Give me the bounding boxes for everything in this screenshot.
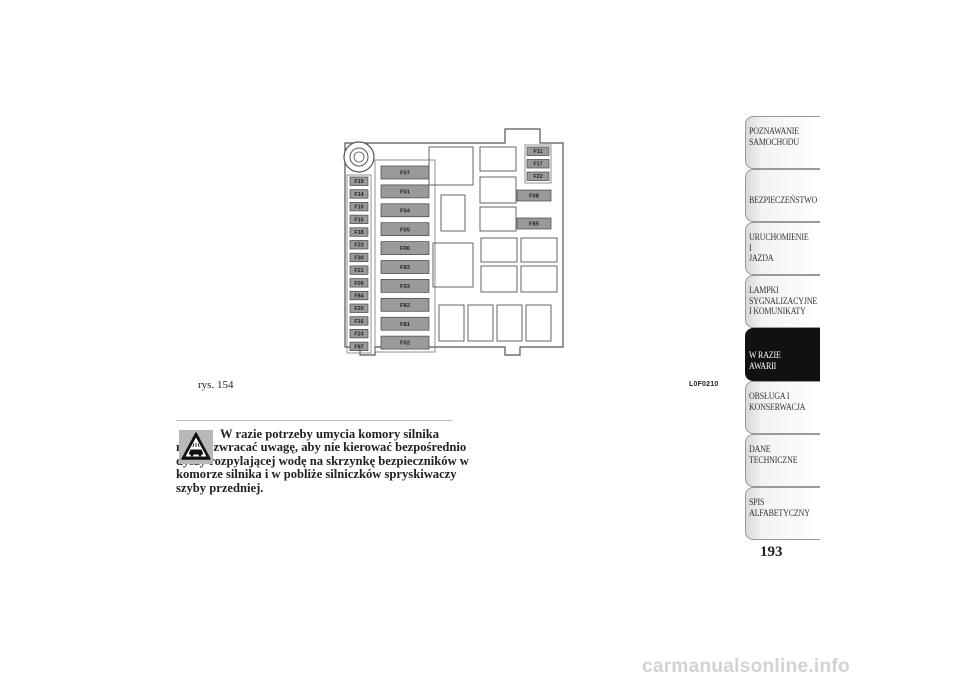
fuse-f84: F84 [349,290,369,301]
tab-obsluga-i-konserwacja[interactable]: OBSŁUGA I KONSERWACJA [745,381,820,434]
tab-bezpieczenstwo[interactable]: BEZPIECZEŃSTWO [745,169,820,222]
fuse-label: F10 [354,205,363,211]
fuse-label: F20 [354,306,363,312]
fuse-label: F30 [354,255,363,261]
tab-uruchomienie-i-jazda[interactable]: URUCHOMIENIE I JAZDA [745,222,820,275]
tab-poznawanie-samochodu[interactable]: POZNAWANIE SAMOCHODU [745,116,820,169]
car-spray-warning-icon [179,430,213,464]
tab-label: POZNAWANIE SAMOCHODU [749,127,799,148]
fuse-f15: F15 [349,214,369,224]
fuse-f07: F07 [380,165,430,180]
fuse-label: F23 [354,243,363,249]
fuse-f01: F01 [380,184,430,199]
fuse-label: F09 [354,281,363,287]
fuse-label: F11 [534,149,543,155]
tab-label: SPIS ALFABETYCZNY [749,498,810,519]
chapter-tabs: POZNAWANIE SAMOCHODU BEZPIECZEŃSTWO URUC… [745,116,820,540]
warning-block: W razie potrzeby umycia komory silnika n… [176,427,476,495]
fuse-label: F01 [400,189,411,195]
warning-text: W razie potrzeby umycia komory silnika n… [176,427,469,495]
fuse-label: F14 [354,192,363,198]
section-divider [176,420,452,421]
fuse-label: F03 [400,284,411,290]
footer-watermark: carmanualsonline.info [642,656,850,677]
fuse-label: F24 [354,332,363,338]
fuse-f04: F04 [380,203,430,218]
fuse-f82: F82 [380,297,430,312]
fuse-f16: F16 [349,316,369,326]
fuse-f87: F87 [349,341,369,351]
fuse-f83: F83 [380,260,430,274]
fuse-f11: F11 [526,146,550,156]
fuse-box-diagram: F19F14F10F15F18F23F30F21F09F84F20F16F24F… [343,128,564,356]
fuse-label: F85 [529,222,540,228]
fuse-f23: F23 [349,240,369,250]
fuse-f22: F22 [526,171,550,181]
fuse-f03: F03 [380,279,430,293]
fuse-f30: F30 [349,252,369,263]
fuse-label: F82 [400,303,410,309]
fuse-label: F22 [533,174,542,180]
fuse-f20: F20 [349,303,369,313]
fuse-label: F87 [354,344,363,350]
fuse-label: F17 [533,162,542,168]
fuse-label: F16 [354,319,363,325]
tab-label: BEZPIECZEŃSTWO [749,196,818,206]
fuse-label: F15 [354,217,363,223]
fuse-f10: F10 [349,202,369,212]
page-number: 193 [760,544,783,560]
figure-code: L0F0210 [689,381,719,388]
fuse-label: F02 [400,341,410,347]
figure-caption: rys. 154 [198,379,234,391]
fuse-label: F18 [354,230,363,236]
tab-label: LAMPKI SYGNALIZACYJNE I KOMUNIKATY [749,286,818,317]
fuse-label: F19 [354,179,363,185]
fuse-label: F83 [400,265,411,271]
tab-dane-techniczne[interactable]: DANE TECHNICZNE [745,434,820,487]
fuse-f08: F08 [516,189,552,202]
fuse-f21: F21 [349,265,369,275]
fuse-label: F06 [400,246,411,252]
fuse-f14: F14 [349,189,369,199]
fuse-f24: F24 [349,329,369,339]
fuse-f05: F05 [380,222,430,237]
fuse-f06: F06 [380,241,430,255]
fuse-label: F04 [400,208,411,214]
fuse-f85: F85 [516,217,552,230]
tab-spis-alfabetyczny[interactable]: SPIS ALFABETYCZNY [745,487,820,540]
fuse-label: F21 [354,268,363,274]
fuse-label: F08 [529,194,540,200]
tab-label: OBSŁUGA I KONSERWACJA [749,392,806,413]
tab-label: W RAZIE AWARII [749,351,781,372]
fuse-f09: F09 [349,278,369,288]
fuse-label: F07 [400,171,410,177]
fuse-f81: F81 [380,316,430,331]
fuse-f02: F02 [380,335,430,350]
fuse-f19: F19 [349,176,369,186]
tab-lampki-sygnalizacyjne[interactable]: LAMPKI SYGNALIZACYJNE I KOMUNIKATY [745,275,820,328]
fuse-f17: F17 [526,159,550,169]
fuse-label: F81 [400,322,411,328]
tab-label: DANE TECHNICZNE [749,445,798,466]
fuse-f18: F18 [349,227,369,237]
fuse-label: F84 [354,293,363,299]
tab-w-razie-awarii[interactable]: W RAZIE AWARII [745,328,820,381]
fuse-label: F05 [400,227,411,233]
tab-label: URUCHOMIENIE I JAZDA [749,233,809,264]
